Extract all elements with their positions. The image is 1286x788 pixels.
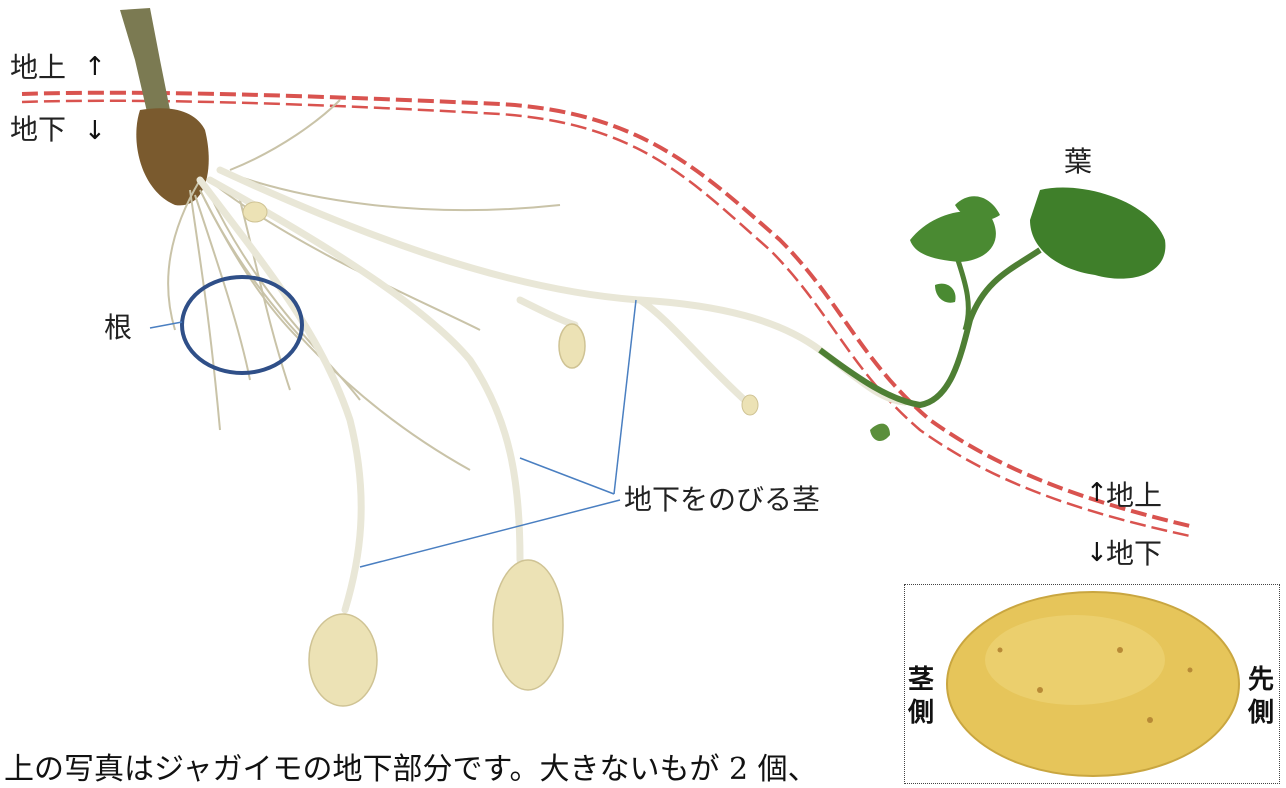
down-arrow-icon: ↓ bbox=[1086, 540, 1108, 566]
tuber-center bbox=[493, 560, 563, 690]
main-stem bbox=[120, 8, 209, 205]
leaf-label: 葉 bbox=[1064, 148, 1092, 176]
down-arrow-icon: ↓ bbox=[84, 118, 106, 144]
caption-text: 上の写真はジャガイモの地下部分です。大きないもが 2 個、 bbox=[4, 744, 818, 788]
potato-inset-box bbox=[904, 584, 1280, 784]
tip-side-label: 先側 bbox=[1244, 664, 1278, 729]
up-arrow-icon: ↑ bbox=[1086, 480, 1108, 506]
tuber-near-root bbox=[243, 202, 267, 222]
stem-pointer-lines bbox=[360, 300, 636, 567]
tuber-small bbox=[559, 324, 585, 368]
right-shoot bbox=[820, 187, 1165, 441]
stolons bbox=[200, 170, 905, 610]
below-ground-label-right: 地下 bbox=[1106, 540, 1162, 568]
up-arrow-icon: ↑ bbox=[84, 54, 106, 80]
root-label: 根 bbox=[104, 314, 132, 342]
above-ground-label-right: 地上 bbox=[1106, 482, 1162, 510]
root-circle bbox=[182, 277, 302, 373]
underground-stem-label: 地下をのびる茎 bbox=[624, 486, 820, 514]
above-ground-label-left: 地上 bbox=[10, 54, 66, 82]
stem-side-label: 茎側 bbox=[904, 664, 938, 729]
below-ground-label-left: 地下 bbox=[10, 116, 66, 144]
tuber-left bbox=[309, 614, 377, 706]
tuber-tiny bbox=[742, 395, 758, 415]
